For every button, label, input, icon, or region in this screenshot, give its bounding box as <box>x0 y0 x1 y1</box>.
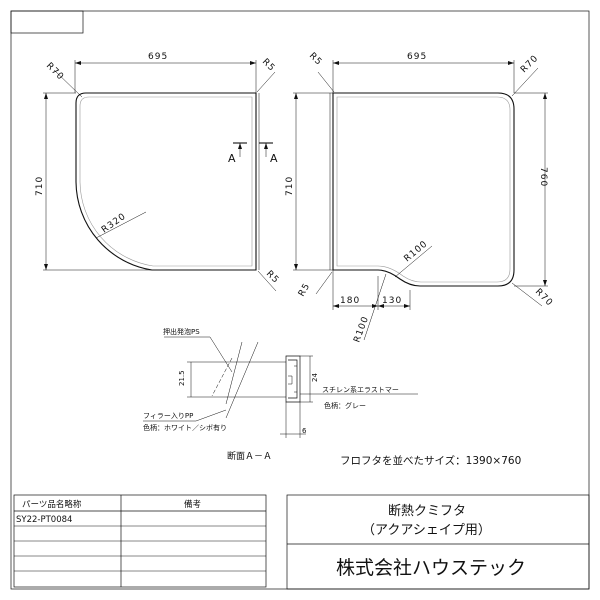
corner-tab <box>10 10 84 34</box>
assembled-size-note: フロフタを並べたサイズ：1390×760 <box>340 454 521 467</box>
parts-header-note: 備考 <box>184 499 201 510</box>
title-block: 断熱クミフタ （アクアシェイプ用） 株式会社ハウステック <box>286 494 590 590</box>
section-mark-right: A <box>270 152 278 165</box>
section-material-label: スチレン系エラストマー <box>322 385 399 394</box>
right-lid-r100-upper-label: R100 <box>403 239 430 264</box>
section-caption: 断面Ａ－Ａ <box>227 450 272 462</box>
product-subname: （アクアシェイプ用） <box>362 523 491 538</box>
right-lid-width-label: 695 <box>407 52 427 62</box>
section-filler-label: フィラー入りPP <box>143 412 193 420</box>
right-lid-drawing: 695 710 760 180 130 R5 R70 R5 R70 <box>285 51 555 344</box>
section-mark-left: A <box>228 152 236 165</box>
left-lid-drawing: 695 710 R70 R5 R5 R320 A A <box>35 52 281 292</box>
right-lid-r70-bottom-label: R70 <box>533 287 555 309</box>
left-lid-width-label: 695 <box>148 52 168 62</box>
right-lid-r70-top-label: R70 <box>519 53 541 75</box>
right-lid-outline <box>332 92 515 287</box>
section-material-color: 色柄：グレー <box>324 401 366 410</box>
section-profile <box>285 355 301 403</box>
left-lid-r70-label: R70 <box>44 61 66 83</box>
left-lid-inner-edge <box>79 96 253 267</box>
section-top-label: 押出発泡PS <box>163 327 200 336</box>
right-lid-r100-lower-label: R100 <box>352 315 371 344</box>
right-lid-inner-edge <box>336 96 511 283</box>
left-lid-height-label: 710 <box>35 176 45 196</box>
parts-table: パーツ品名略称 備考 SY22-PT0084 <box>13 494 267 588</box>
right-lid-height-left-label: 710 <box>285 176 295 196</box>
parts-header-name: パーツ品名略称 <box>22 499 82 510</box>
section-overall-label: 24 <box>311 373 319 382</box>
parts-row-1: SY22-PT0084 <box>16 515 72 525</box>
section-depth-label: 6 <box>302 427 307 435</box>
product-name: 断熱クミフタ <box>388 504 466 519</box>
right-lid-height-right-label: 760 <box>538 167 548 187</box>
section-height-label: 21.5 <box>178 370 186 386</box>
left-lid-r5-bottom-label: R5 <box>264 269 281 286</box>
right-lid-step-left-width: 180 <box>340 296 360 306</box>
left-lid-outline <box>75 92 257 271</box>
left-lid-r5-top-label: R5 <box>260 57 277 74</box>
right-lid-r5-bottom-label: R5 <box>297 281 313 298</box>
section-a-a-detail: 21.5 24 6 押出発泡PS スチレン系エラストマー 色柄：グレー フィラー… <box>143 327 418 462</box>
company-name: 株式会社ハウステック <box>336 557 526 579</box>
right-lid-r5-top-label: R5 <box>307 51 324 68</box>
right-lid-step-right-width: 130 <box>382 296 402 306</box>
section-filler-color: 色柄：ホワイト／シボ有り <box>143 423 227 432</box>
